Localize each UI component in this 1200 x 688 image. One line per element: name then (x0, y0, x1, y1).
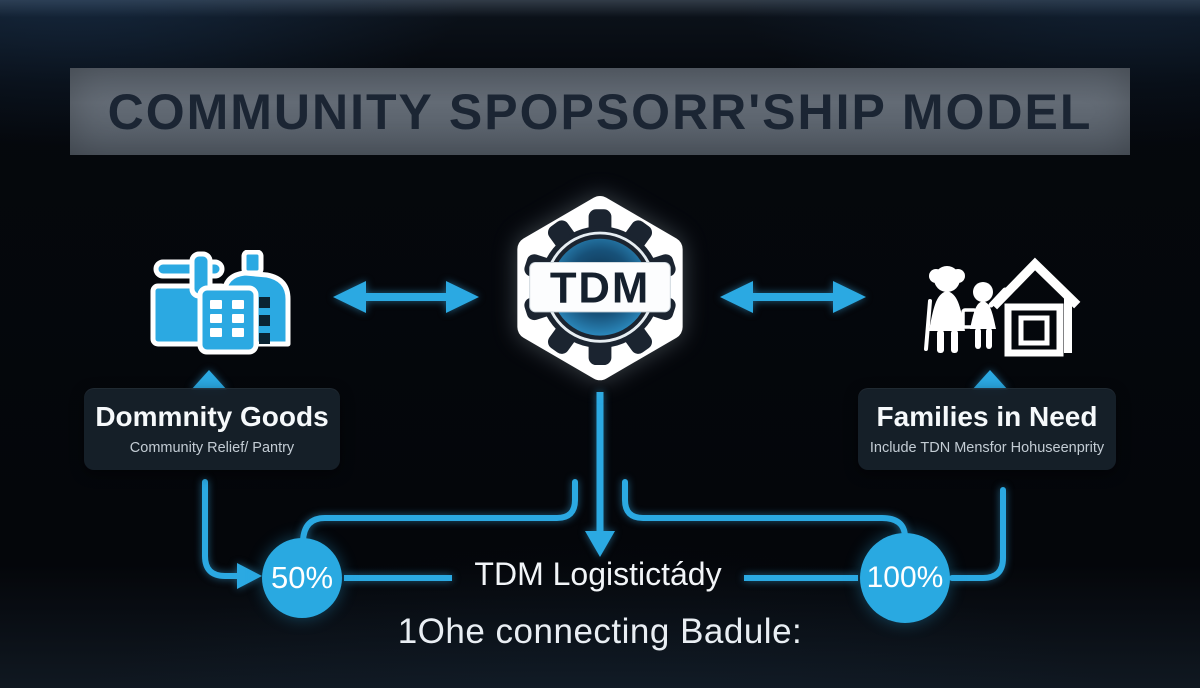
bottom-caption: 1Ohe connecting Badule: (397, 612, 803, 651)
card-building-shape (197, 285, 259, 355)
page-title: COMMUNITY SPOPSORR'SHIP MODEL (107, 83, 1093, 140)
fifty-percent-label: 50% (270, 560, 334, 595)
gear-icon: TDM (524, 209, 676, 366)
hundred-percent-label: 100% (866, 561, 944, 594)
left-up-arrow-icon (191, 370, 227, 390)
badge-label-band (529, 261, 671, 313)
left-node-box: Dommnity Goods Community Relief/ Pantry (84, 388, 340, 470)
left-bracket-line (300, 479, 578, 544)
donation-box-building-icon (150, 250, 291, 355)
hub-label: TDM Logistictády (474, 556, 722, 592)
right-node-subtitle: Include TDN Mensfor Hohuseenprity (869, 439, 1105, 456)
family-with-house-icon (924, 257, 1081, 357)
fifty-percent-circle: 50% (262, 538, 342, 618)
house-outline (990, 257, 1081, 357)
woman-figure (924, 266, 965, 353)
right-double-arrow-icon (720, 281, 866, 313)
hundred-to-right-box-connector (949, 487, 1006, 581)
left-box-to-fifty-connector (202, 479, 262, 589)
tdm-gear-hexagon-badge: TDM (517, 195, 683, 381)
right-bracket-line (622, 479, 908, 539)
child-figure (970, 282, 1008, 349)
right-node-box: Families in Need Include TDN Mensfor Hoh… (858, 388, 1116, 470)
badge-label: TDM (550, 263, 650, 312)
title-banner: COMMUNITY SPOPSORR'SHIP MODEL (70, 68, 1130, 155)
right-node-title: Families in Need (876, 401, 1098, 433)
left-node-title: Dommnity Goods (95, 401, 329, 433)
hundred-percent-circle: 100% (860, 533, 950, 623)
right-up-arrow-icon (972, 370, 1008, 390)
left-node-subtitle: Community Relief/ Pantry (129, 439, 295, 456)
center-down-arrow-icon (585, 392, 615, 557)
left-double-arrow-icon (333, 281, 479, 313)
